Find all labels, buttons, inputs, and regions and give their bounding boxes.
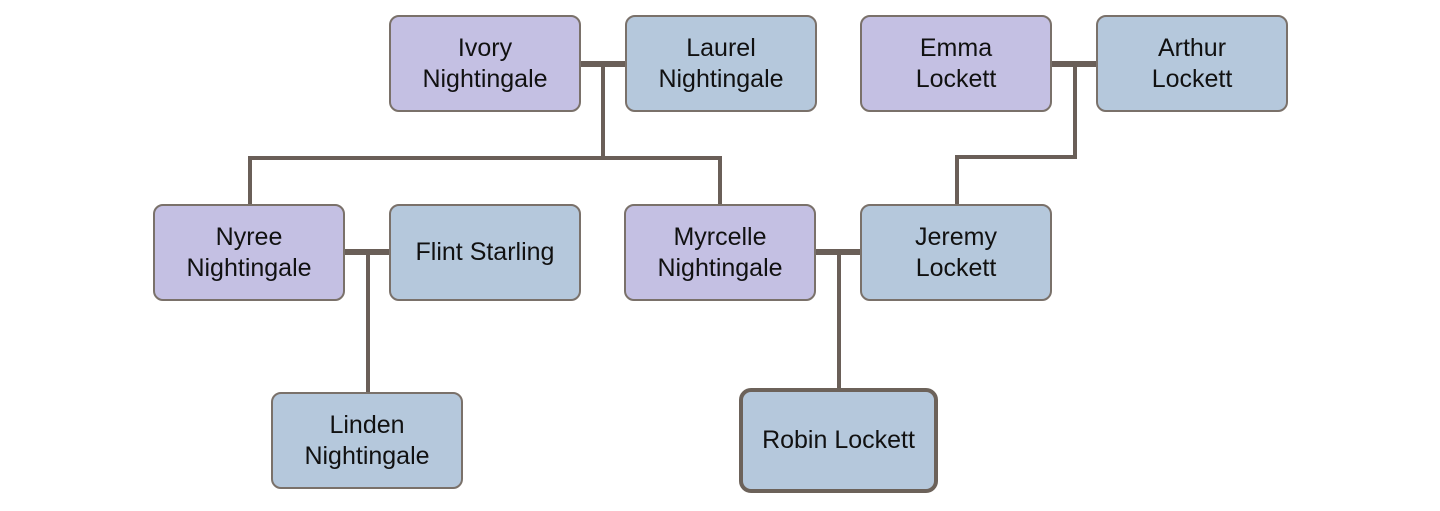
person-arthur-lockett[interactable]: Arthur Lockett: [1096, 15, 1288, 112]
person-nyree-nightingale[interactable]: Nyree Nightingale: [153, 204, 345, 301]
child-line-nyree: [248, 156, 252, 206]
descent-line-ivory-laurel: [601, 64, 605, 158]
person-linden-nightingale[interactable]: Linden Nightingale: [271, 392, 463, 489]
sibling-line-nyree-myrcelle: [248, 156, 722, 160]
person-flint-starling[interactable]: Flint Starling: [389, 204, 581, 301]
person-laurel-nightingale[interactable]: Laurel Nightingale: [625, 15, 817, 112]
child-line-jeremy: [955, 155, 959, 206]
person-myrcelle-nightingale[interactable]: Myrcelle Nightingale: [624, 204, 816, 301]
child-line-myrcelle: [718, 156, 722, 206]
child-line-robin: [837, 252, 841, 390]
person-robin-lockett-focus[interactable]: Robin Lockett: [739, 388, 938, 493]
child-line-linden: [366, 252, 370, 394]
descent-line-emma-arthur: [1073, 64, 1077, 159]
person-ivory-nightingale[interactable]: Ivory Nightingale: [389, 15, 581, 112]
person-jeremy-lockett[interactable]: Jeremy Lockett: [860, 204, 1052, 301]
elbow-line-jeremy: [955, 155, 1077, 159]
person-emma-lockett[interactable]: Emma Lockett: [860, 15, 1052, 112]
